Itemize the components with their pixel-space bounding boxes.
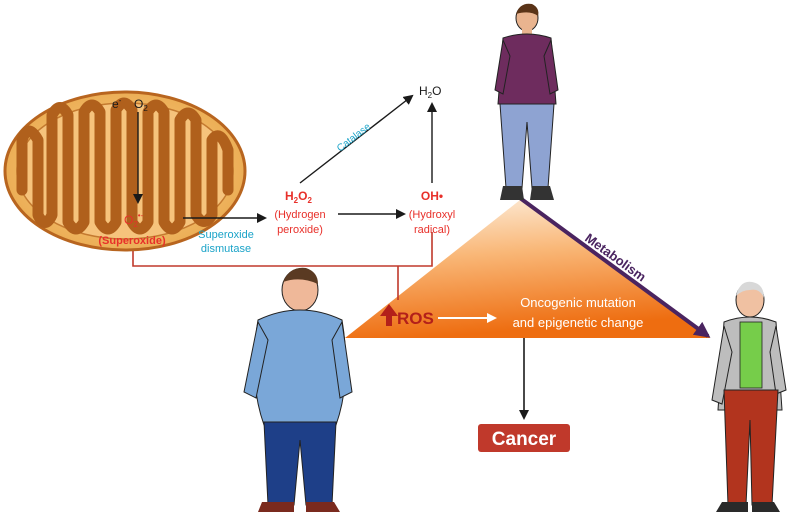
superoxide-label: (Superoxide) <box>98 235 166 247</box>
hydroxyl-label-line2: radical) <box>414 224 450 236</box>
h2o2-to-water-arrow <box>299 94 414 184</box>
sod-label-line2: dismutase <box>201 243 251 255</box>
ros-label: ROS <box>397 309 434 328</box>
ros-source-line <box>132 232 433 300</box>
mitochondrion-cristae <box>16 97 234 235</box>
catalase-label: Catalase <box>335 121 373 154</box>
electron-label: e- <box>112 96 122 111</box>
h2o2-symbol: H2O2 <box>285 189 312 205</box>
oxygen-label: O2 <box>134 97 148 113</box>
hydroxyl-label-line1: (Hydroxyl <box>409 209 455 221</box>
metabolism-arrow <box>518 196 711 338</box>
old-man-figure <box>711 281 787 512</box>
mitochondrion <box>3 90 247 252</box>
cancer-label: Cancer <box>492 429 557 450</box>
mutation-label-line1: Oncogenic mutation <box>520 295 636 310</box>
water-symbol: H2O <box>419 84 441 100</box>
mutation-label-line2: and epigenetic change <box>513 315 644 330</box>
cancer-box <box>478 424 570 452</box>
h2o2-label-line2: peroxide) <box>277 224 323 236</box>
young-man-figure <box>494 3 559 200</box>
h2o2-label-line1: (Hydrogen <box>274 209 325 221</box>
hydroxyl-symbol: OH• <box>421 189 443 203</box>
superoxide-symbol: O2•- <box>124 211 144 229</box>
sod-label-line1: Superoxide <box>198 229 254 241</box>
ros-triangle <box>345 200 710 338</box>
ros-up-arrow-icon <box>380 304 398 326</box>
obese-man-figure <box>243 267 353 512</box>
